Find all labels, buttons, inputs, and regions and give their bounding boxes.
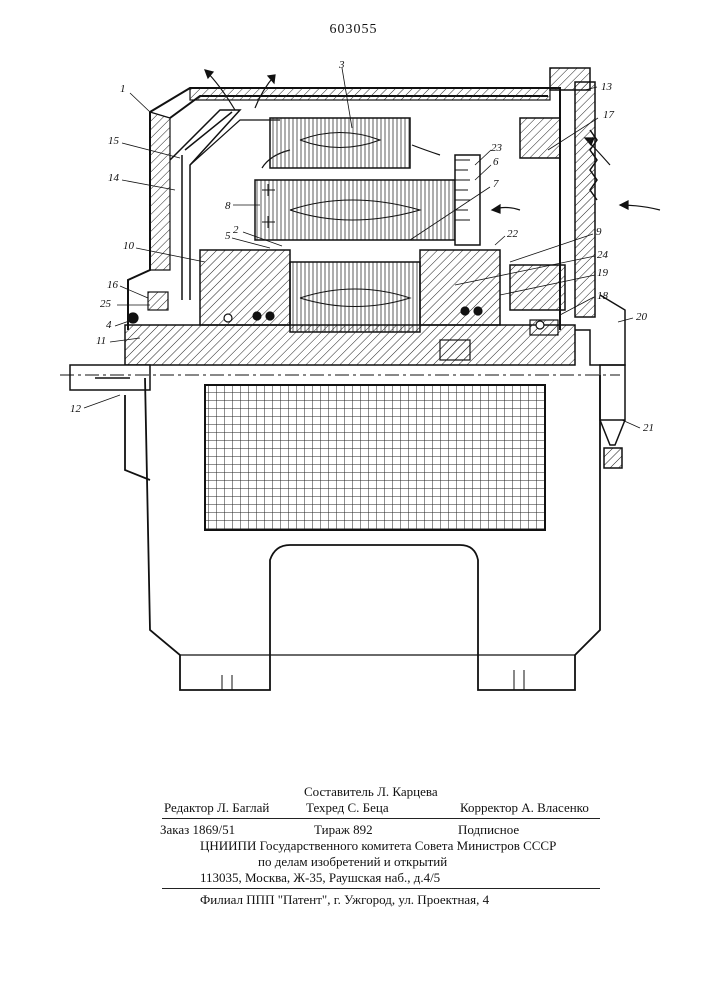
base-frame (125, 375, 600, 690)
label-4: 4 (106, 319, 112, 331)
institute-line-2: по делам изобретений и открытий (258, 854, 447, 870)
label-21: 21 (643, 422, 654, 434)
label-14: 14 (108, 172, 120, 184)
branch-line: Филиал ППП "Патент", г. Ужгород, ул. Про… (200, 892, 489, 908)
label-18: 18 (597, 290, 609, 302)
divider-bottom (162, 888, 600, 889)
label-12: 12 (70, 403, 82, 415)
label-11: 11 (96, 335, 106, 347)
label-13: 13 (601, 81, 613, 93)
label-9: 9 (596, 226, 602, 238)
label-23: 23 (491, 142, 503, 154)
label-2: 2 (233, 224, 239, 236)
label-7: 7 (493, 178, 499, 190)
divider-top (162, 818, 600, 819)
techred-line: Техред С. Беца (306, 800, 389, 816)
label-16: 16 (107, 279, 119, 291)
label-25: 25 (100, 298, 112, 310)
label-3: 3 (338, 59, 345, 71)
label-19: 19 (597, 267, 609, 279)
subscription-line: Подписное (458, 822, 519, 838)
label-8: 8 (225, 200, 231, 212)
label-1: 1 (120, 83, 126, 95)
technical-drawing: 1 13 17 3 15 14 8 2 5 23 6 7 22 9 10 24 … (0, 0, 707, 760)
corrector-line: Корректор А. Власенко (460, 800, 589, 816)
label-5: 5 (225, 230, 231, 242)
label-22: 22 (507, 228, 519, 240)
label-20: 20 (636, 311, 648, 323)
circulation-line: Тираж 892 (314, 822, 373, 838)
address-line: 113035, Москва, Ж-35, Раушская наб., д.4… (200, 870, 440, 886)
label-6: 6 (493, 156, 499, 168)
label-10: 10 (123, 240, 135, 252)
label-17: 17 (603, 109, 615, 121)
editor-line: Редактор Л. Баглай (164, 800, 269, 816)
label-24: 24 (597, 249, 609, 261)
institute-line: ЦНИИПИ Государственного комитета Совета … (200, 838, 556, 854)
order-line: Заказ 1869/51 (160, 822, 235, 838)
compiler-line: Составитель Л. Карцева (304, 784, 438, 800)
label-15: 15 (108, 135, 120, 147)
